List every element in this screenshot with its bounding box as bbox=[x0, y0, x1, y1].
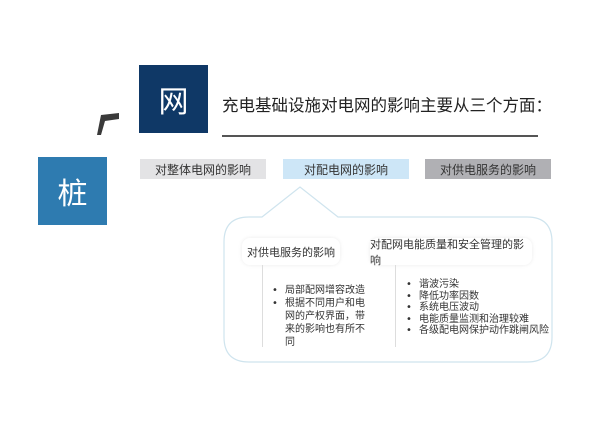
corner-mark-icon bbox=[97, 113, 119, 135]
page-title: 充电基础设施对电网的影响主要从三个方面： bbox=[222, 96, 552, 115]
right-list: 谐波污染 降低功率因数 系统电压波动 电能质量监测和治理较难 各级配电网保护动作… bbox=[406, 279, 556, 337]
list-item: 谐波污染 bbox=[406, 279, 556, 291]
tab-distribution-grid[interactable]: 对配电网的影响 bbox=[283, 159, 409, 179]
list-item: 系统电压波动 bbox=[406, 302, 556, 314]
list-item: 降低功率因数 bbox=[406, 291, 556, 303]
tab-overall-grid[interactable]: 对整体电网的影响 bbox=[140, 159, 266, 179]
divider-right bbox=[395, 265, 396, 347]
heading-power-service: 对供电服务的影响 bbox=[242, 238, 340, 265]
square-wang: 网 bbox=[139, 65, 208, 133]
square-zhuang: 桩 bbox=[38, 157, 107, 225]
left-list: 局部配网增容改造 根据不同用户和电网的产权界面，带来的影响也有所不同 bbox=[272, 284, 372, 349]
list-item: 各级配电网保护动作跳闸风险 bbox=[406, 325, 556, 337]
title-underline bbox=[222, 135, 538, 137]
divider-left bbox=[262, 265, 263, 347]
list-item: 电能质量监测和治理较难 bbox=[406, 314, 556, 326]
heading-power-quality: 对配网电能质量和安全管理的影响 bbox=[370, 238, 532, 267]
list-item: 根据不同用户和电网的产权界面，带来的影响也有所不同 bbox=[272, 297, 372, 349]
tab-power-service[interactable]: 对供电服务的影响 bbox=[425, 159, 551, 179]
list-item: 局部配网增容改造 bbox=[272, 284, 372, 297]
